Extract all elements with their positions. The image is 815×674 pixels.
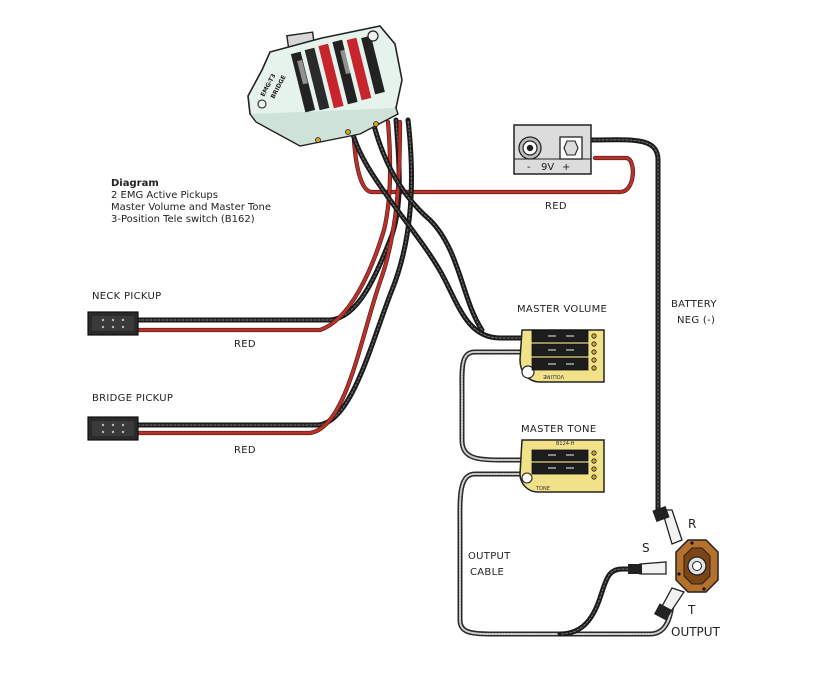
bridge-red-wire [135, 119, 403, 436]
master-volume-pot: VOLUME [519, 329, 605, 383]
battery-label: BATTERY [671, 299, 717, 310]
red-battery-label: RED [545, 201, 567, 212]
jack-sleeve-wire [557, 566, 639, 637]
battery-minus: - [527, 162, 531, 173]
description-title: Diagram [111, 178, 159, 189]
description-line-3: 3-Position Tele switch (B162) [111, 214, 255, 225]
output-jack [628, 505, 719, 621]
master-tone-label: MASTER TONE [521, 424, 596, 435]
red-neck-label: RED [234, 339, 256, 350]
tone-pot-label: TONE [535, 486, 550, 492]
volume-to-tone-wire [459, 349, 531, 463]
battery-neg-label: NEG (-) [677, 315, 715, 326]
bridge-pickup-label: BRIDGE PICKUP [92, 393, 173, 404]
bridge-black-wire [135, 117, 414, 428]
output-cable-label-2: CABLE [470, 567, 504, 578]
neck-pickup-label: NECK PICKUP [92, 291, 161, 302]
switch-to-volume-wire [347, 117, 531, 341]
output-label: OUTPUT [671, 625, 721, 639]
description-line-2: Master Volume and Master Tone [111, 202, 271, 213]
jack-r-label: R [688, 517, 696, 531]
neck-red-wire [135, 119, 393, 333]
volume-pot-label: VOLUME [543, 373, 564, 379]
switch-terminals [290, 35, 385, 113]
battery-red-wire [351, 137, 635, 195]
jack-s-label: S [642, 541, 650, 555]
red-bridge-label: RED [234, 445, 256, 456]
battery-clip: - 9V + [513, 124, 592, 175]
output-cable-label-1: OUTPUT [468, 551, 511, 562]
output-cable-wire [457, 471, 675, 637]
tele-switch: EMG-T3 BRIDGE [247, 25, 403, 147]
master-tone-pot: B124-H TONE [519, 439, 605, 493]
battery-negative-wire [587, 137, 661, 518]
master-volume-label: MASTER VOLUME [517, 304, 607, 315]
battery-plus: + [562, 162, 570, 173]
tone-pot-code: B124-H [556, 441, 575, 447]
description-line-1: 2 EMG Active Pickups [111, 190, 218, 201]
jack-t-label: T [687, 603, 696, 617]
description-block: Diagram 2 EMG Active Pickups Master Volu… [111, 178, 271, 225]
switch-ground-wire [369, 115, 485, 333]
bridge-pickup-connector [87, 416, 139, 441]
battery-voltage: 9V [541, 162, 554, 173]
neck-pickup-connector [87, 311, 139, 336]
